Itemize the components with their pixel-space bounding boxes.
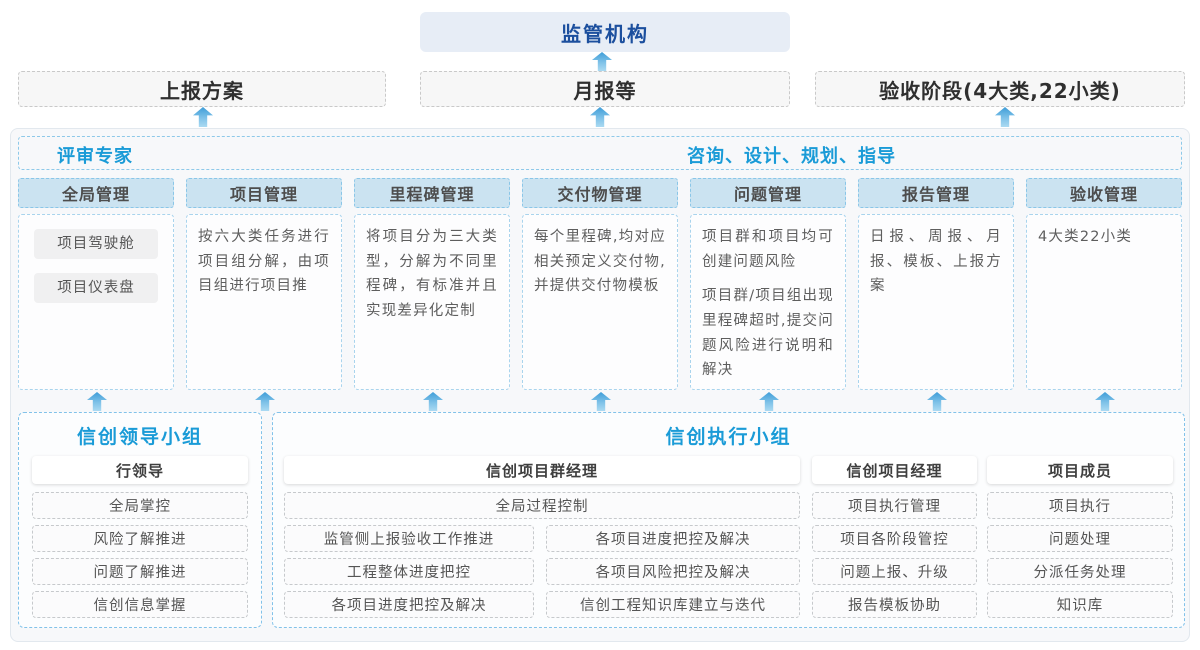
- report-plan-box: 上报方案: [18, 71, 386, 107]
- report-desc: 日报、周报、月报、模板、上报方案: [870, 229, 1002, 295]
- member-item: 问题处理: [987, 525, 1173, 552]
- member-item: 知识库: [987, 591, 1173, 618]
- col-body-acceptance: 4大类22小类: [1026, 214, 1182, 390]
- review-experts-label: 评审专家: [57, 146, 133, 167]
- program-manager-item: 工程整体进度把控: [284, 558, 534, 585]
- col-head-issue: 问题管理: [690, 178, 846, 208]
- project-manager-item: 报告模板协助: [812, 591, 977, 618]
- up-arrow-acceptance: [995, 107, 1015, 127]
- deliverable-desc: 每个里程碑,均对应相关预定义交付物,并提供交付物模板: [534, 229, 666, 295]
- col-body-global: 项目驾驶舱 项目仪表盘: [18, 214, 174, 390]
- program-manager-item: 各项目进度把控及解决: [284, 591, 534, 618]
- regulator-box: 监管机构: [420, 12, 790, 52]
- program-manager-role: 信创项目群经理: [284, 456, 800, 484]
- col-head-milestone: 里程碑管理: [354, 178, 510, 208]
- program-manager-item: 各项目风险把控及解决: [546, 558, 800, 585]
- col-head-deliverable: 交付物管理: [522, 178, 678, 208]
- up-arrow-report-plan: [193, 107, 213, 127]
- col-body-report: 日报、周报、月报、模板、上报方案: [858, 214, 1014, 390]
- up-arrow-monthly-report: [590, 107, 610, 127]
- issue-desc-2: 项目群/项目组出现里程碑超时,提交问题风险进行说明和解决: [702, 288, 834, 379]
- acceptance-desc: 4大类22小类: [1038, 229, 1133, 245]
- execution-group-title: 信创执行小组: [665, 425, 792, 448]
- issue-desc-1: 项目群和项目均可创建问题风险: [702, 229, 834, 270]
- bank-leader-role: 行领导: [32, 456, 248, 484]
- program-manager-item: 信创工程知识库建立与迭代: [546, 591, 800, 618]
- monthly-report-box: 月报等: [420, 71, 790, 107]
- col-body-issue: 项目群和项目均可创建问题风险 项目群/项目组出现里程碑超时,提交问题风险进行说明…: [690, 214, 846, 390]
- up-arrow-to-regulator: [592, 52, 612, 71]
- leadership-item: 风险了解推进: [32, 525, 248, 552]
- leadership-item: 问题了解推进: [32, 558, 248, 585]
- program-manager-item: 全局过程控制: [284, 492, 800, 519]
- project-manager-item: 问题上报、升级: [812, 558, 977, 585]
- col-head-report: 报告管理: [858, 178, 1014, 208]
- col-head-global: 全局管理: [18, 178, 174, 208]
- project-manager-item: 项目各阶段管控: [812, 525, 977, 552]
- project-desc: 按六大类任务进行项目组分解，由项目组进行项目推: [198, 229, 330, 295]
- program-manager-item: 监管侧上报验收工作推进: [284, 525, 534, 552]
- col-head-acceptance: 验收管理: [1026, 178, 1182, 208]
- cockpit-chip: 项目驾驶舱: [34, 229, 158, 259]
- col-body-deliverable: 每个里程碑,均对应相关预定义交付物,并提供交付物模板: [522, 214, 678, 390]
- milestone-desc: 将项目分为三大类型，分解为不同里程碑，有标准并且实现差异化定制: [366, 229, 498, 319]
- project-manager-item: 项目执行管理: [812, 492, 977, 519]
- col-body-project: 按六大类任务进行项目组分解，由项目组进行项目推: [186, 214, 342, 390]
- acceptance-stage-box: 验收阶段(4大类,22小类): [815, 71, 1185, 107]
- dashboard-chip: 项目仪表盘: [34, 273, 158, 303]
- member-role: 项目成员: [987, 456, 1173, 484]
- experts-strip: 评审专家 咨询、设计、规划、指导: [18, 136, 1182, 170]
- member-item: 项目执行: [987, 492, 1173, 519]
- program-manager-item: 各项目进度把控及解决: [546, 525, 800, 552]
- col-head-project: 项目管理: [186, 178, 342, 208]
- col-body-milestone: 将项目分为三大类型，分解为不同里程碑，有标准并且实现差异化定制: [354, 214, 510, 390]
- leadership-item: 信创信息掌握: [32, 591, 248, 618]
- project-manager-role: 信创项目经理: [812, 456, 977, 484]
- leadership-item: 全局掌控: [32, 492, 248, 519]
- consulting-label: 咨询、设计、规划、指导: [687, 146, 896, 167]
- leadership-group-title: 信创领导小组: [76, 425, 203, 448]
- member-item: 分派任务处理: [987, 558, 1173, 585]
